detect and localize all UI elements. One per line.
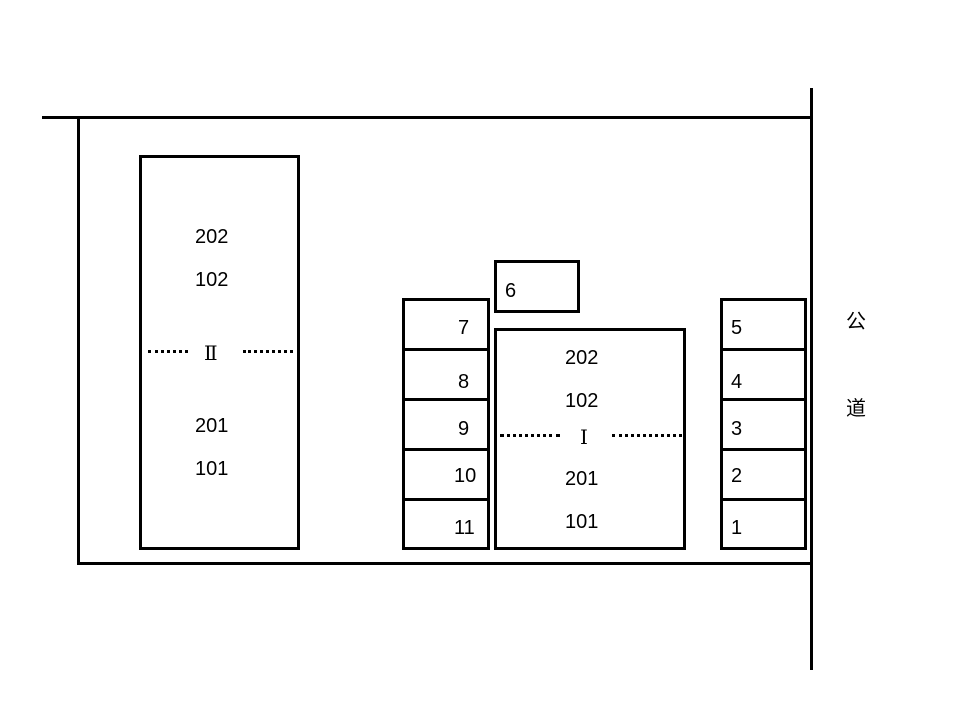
building-2-unit-202: 202 — [195, 226, 229, 248]
site-bottom-boundary — [77, 562, 813, 565]
parking-space-9-number: 9 — [458, 418, 470, 440]
parking-space-6 — [494, 260, 580, 313]
building-1-divider-left — [500, 434, 560, 437]
building-2-divider-left — [148, 350, 188, 353]
building-1-label: Ⅰ — [580, 425, 588, 449]
site-top-boundary — [42, 116, 813, 119]
parking-space-8-number: 8 — [458, 371, 470, 393]
parking-space-5 — [720, 298, 807, 351]
parking-space-2-number: 2 — [731, 465, 743, 487]
building-2-unit-101: 101 — [195, 458, 229, 480]
parking-space-8 — [402, 348, 490, 401]
parking-space-5-number: 5 — [731, 317, 743, 339]
road-label-char-2: 道 — [846, 398, 866, 420]
parking-space-2 — [720, 448, 807, 501]
parking-space-10 — [402, 448, 490, 501]
building-1 — [494, 328, 686, 550]
building-1-unit-202: 202 — [565, 347, 599, 369]
building-1-unit-201: 201 — [565, 468, 599, 490]
road-edge-line — [810, 88, 813, 670]
site-left-boundary — [77, 116, 80, 565]
building-1-unit-101: 101 — [565, 511, 599, 533]
building-2-unit-201: 201 — [195, 415, 229, 437]
building-2-label: Ⅱ — [204, 341, 218, 365]
parking-space-7 — [402, 298, 490, 351]
parking-space-1 — [720, 498, 807, 550]
parking-space-1-number: 1 — [731, 517, 743, 539]
building-1-unit-102: 102 — [565, 390, 599, 412]
parking-space-3-number: 3 — [731, 418, 743, 440]
building-2-divider-right — [243, 350, 293, 353]
parking-space-7-number: 7 — [458, 317, 470, 339]
parking-space-4-number: 4 — [731, 371, 743, 393]
parking-space-6-number: 6 — [505, 280, 517, 302]
parking-space-11-number: 11 — [454, 517, 475, 539]
parking-space-10-number: 10 — [454, 465, 477, 487]
building-2-unit-102: 102 — [195, 269, 229, 291]
road-label-char-1: 公 — [846, 311, 866, 333]
parking-space-11 — [402, 498, 490, 550]
parking-space-9 — [402, 398, 490, 451]
building-1-divider-right — [612, 434, 682, 437]
